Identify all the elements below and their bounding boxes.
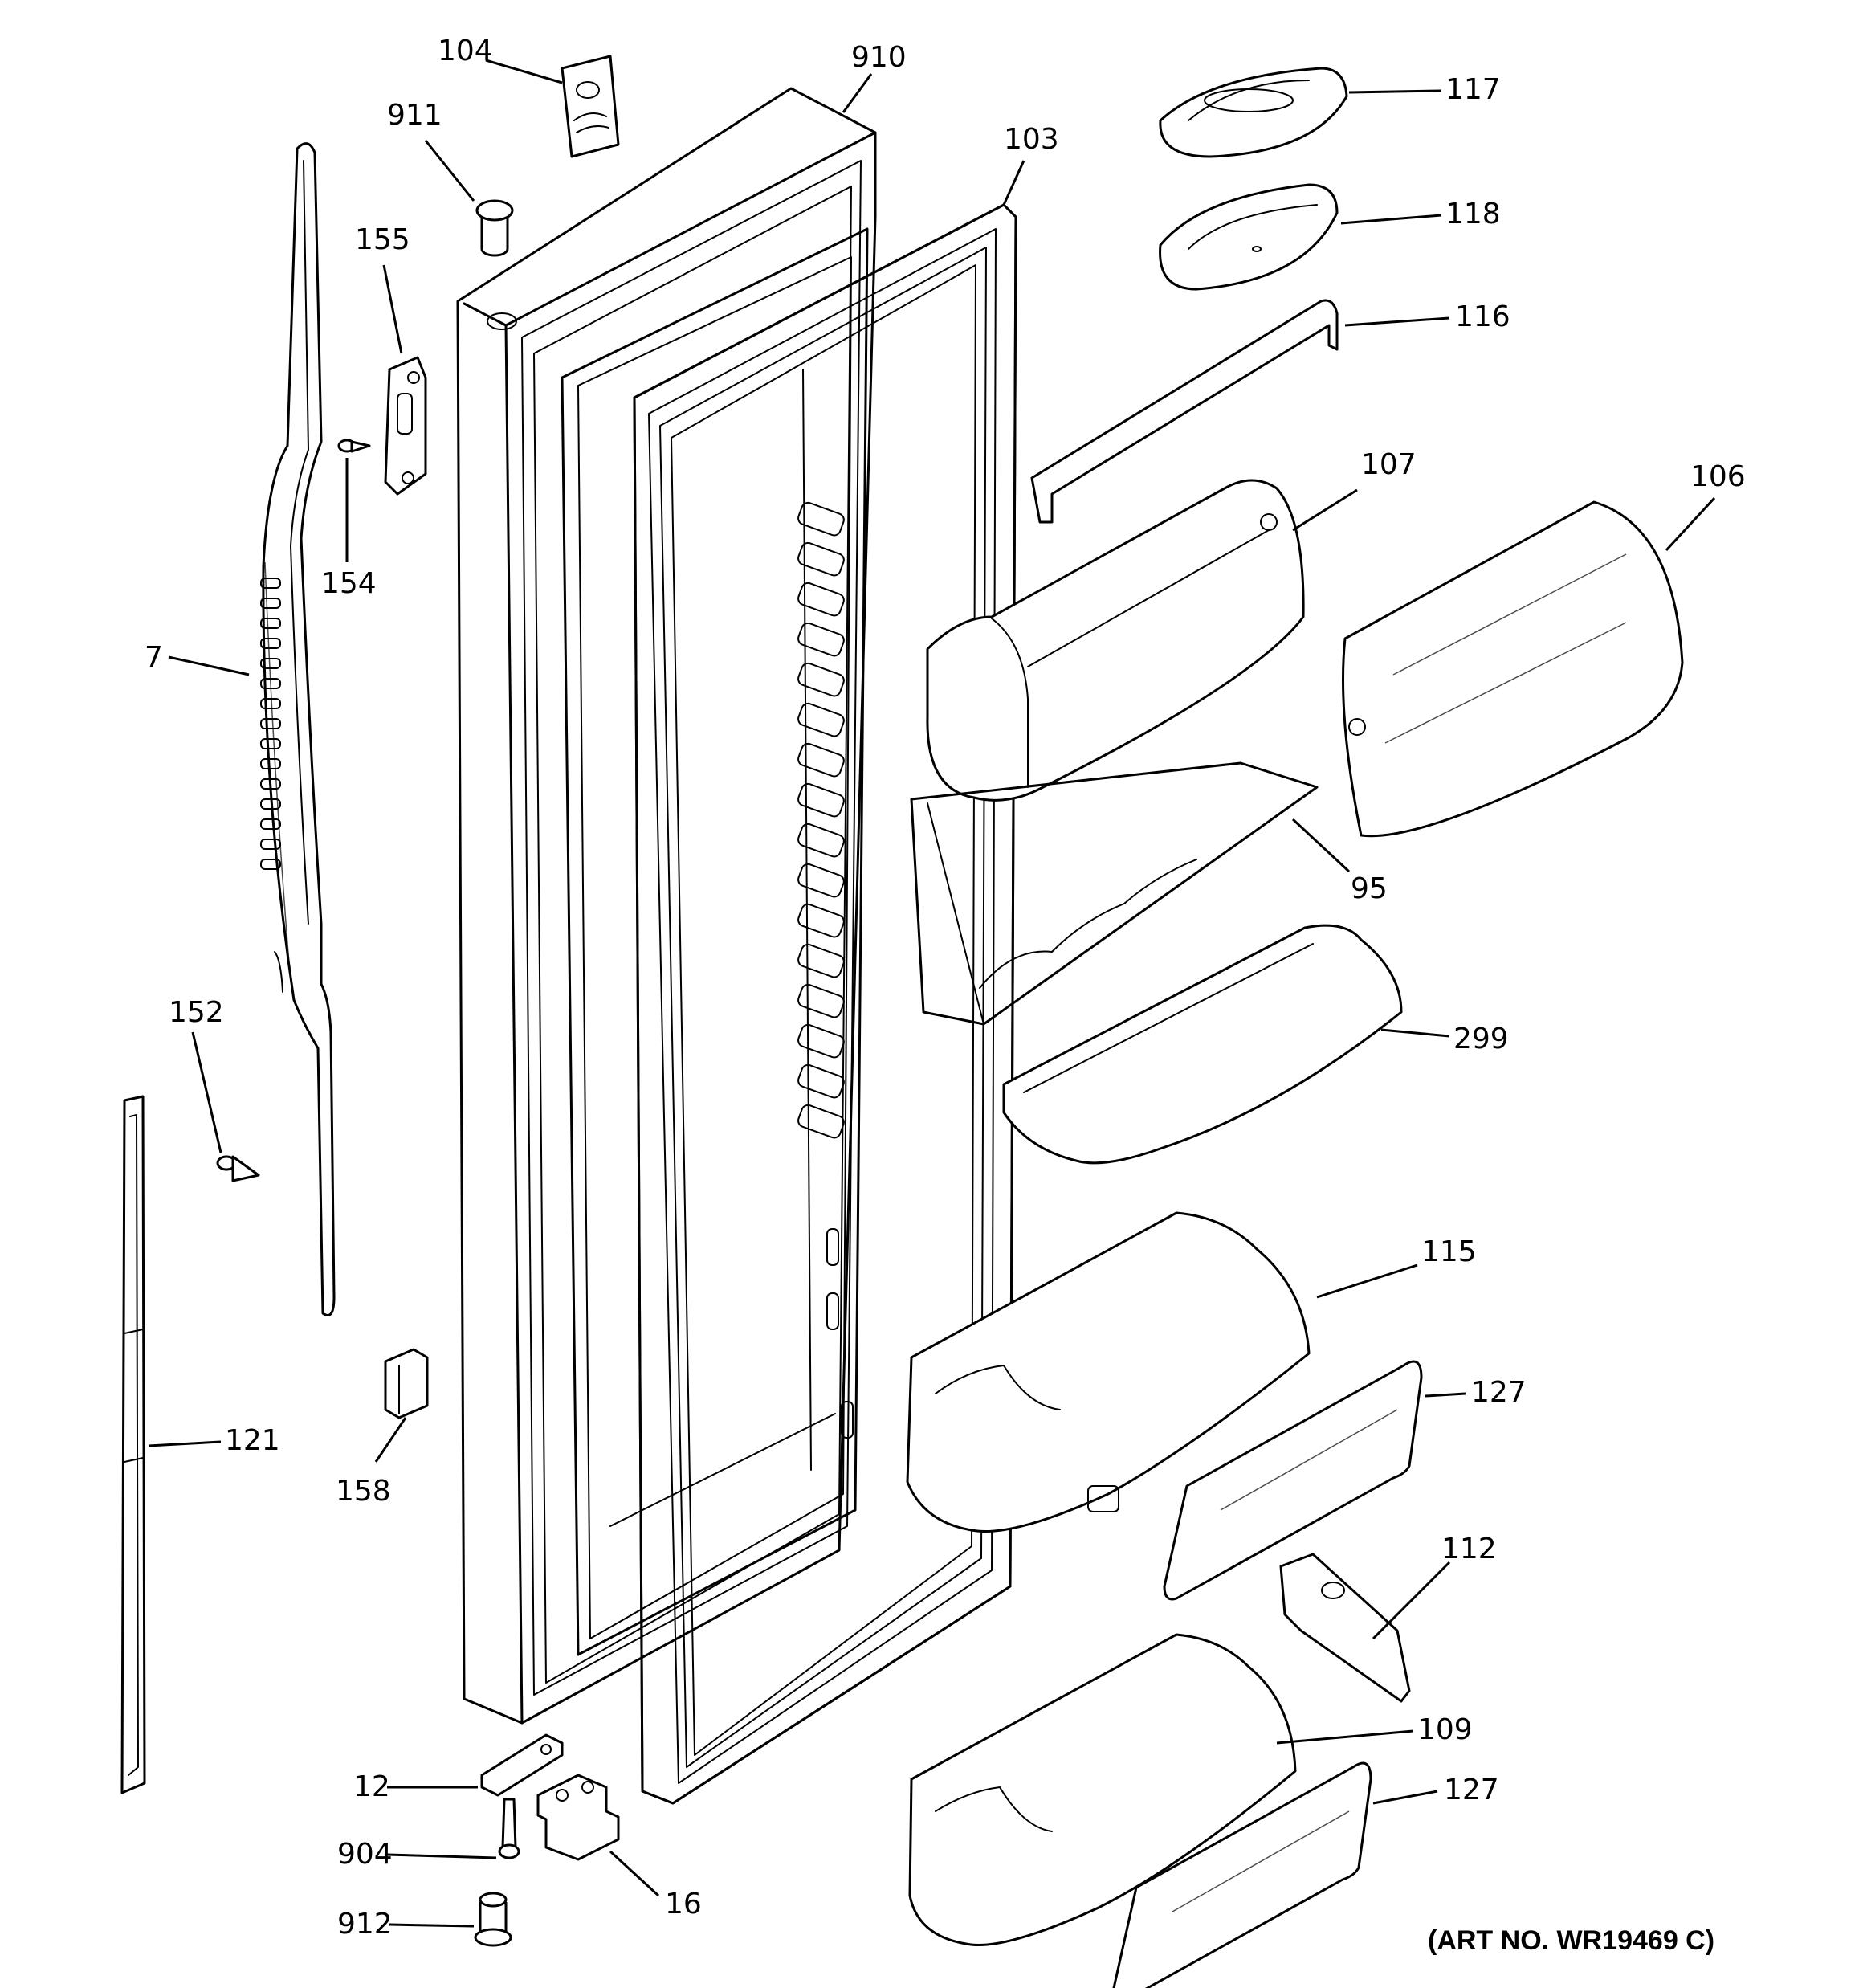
bin-divider [1279, 1553, 1411, 1703]
door-outer-panel [456, 87, 877, 1725]
bin-front-127-upper [1163, 1360, 1423, 1601]
callout-911: 911 [387, 99, 442, 132]
screw-904 [498, 1798, 520, 1859]
callout-299: 299 [1453, 1023, 1509, 1055]
door-bin-107 [926, 479, 1305, 802]
callout-910: 910 [851, 41, 907, 74]
hinge-plate [480, 1733, 564, 1797]
callout-118: 118 [1445, 198, 1501, 231]
callout-158: 158 [336, 1475, 391, 1508]
callout-95: 95 [1351, 872, 1388, 905]
callout-904: 904 [337, 1838, 393, 1871]
callout-103: 103 [1004, 123, 1059, 156]
callout-127-upper: 127 [1471, 1376, 1527, 1409]
bottom-hinge [536, 1774, 620, 1861]
callout-154: 154 [321, 567, 377, 600]
callout-107: 107 [1361, 448, 1417, 481]
dairy-door-cover [1159, 67, 1348, 158]
callout-106: 106 [1690, 460, 1746, 493]
door-bin-109 [908, 1633, 1297, 1947]
callout-117: 117 [1445, 73, 1501, 106]
callout-152: 152 [169, 996, 224, 1029]
door-bin-cover-106 [1342, 500, 1684, 838]
callout-109: 109 [1417, 1713, 1473, 1746]
callout-121: 121 [225, 1424, 280, 1457]
callout-127-lower: 127 [1444, 1774, 1499, 1806]
hinge-bushing-bottom [474, 1892, 512, 1947]
door-inner-liner [561, 227, 869, 1656]
bin-front-127-lower [1112, 1761, 1372, 1988]
handle-trim-strip [120, 1095, 146, 1794]
wire-bottle-rack [910, 761, 1319, 1026]
callout-16: 16 [665, 1888, 702, 1921]
dairy-compartment-tray [1159, 183, 1339, 291]
hinge-bushing-top [475, 199, 514, 257]
door-bin-115 [906, 1211, 1311, 1533]
screw-154 [337, 439, 371, 453]
stop-clip [384, 1348, 429, 1419]
callout-12: 12 [353, 1770, 390, 1803]
callout-912: 912 [337, 1908, 393, 1941]
door-bin-299 [1002, 924, 1403, 1165]
callout-7: 7 [145, 641, 163, 674]
model-label [561, 55, 620, 158]
callout-155: 155 [355, 223, 410, 256]
callout-104: 104 [438, 35, 493, 67]
screw-152 [216, 1155, 260, 1182]
shelf-rail [1030, 299, 1339, 524]
art-number: (ART NO. WR19469 C) [1428, 1925, 1714, 1956]
door-handle [262, 142, 336, 1316]
handle-mount-bracket [384, 356, 427, 496]
callout-112: 112 [1441, 1533, 1497, 1565]
callout-116: 116 [1455, 300, 1510, 333]
door-shelf-ribs [797, 501, 854, 1439]
leader-lines [148, 59, 1716, 1928]
handle-grip-slots [260, 578, 281, 870]
callout-115: 115 [1421, 1235, 1477, 1268]
